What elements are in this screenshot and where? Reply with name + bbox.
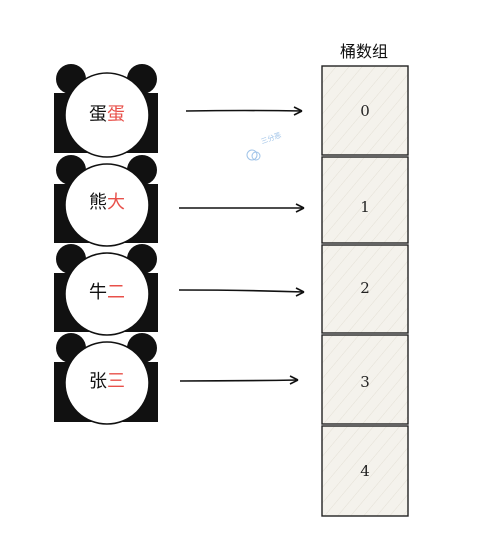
panda-name: 张三 <box>89 371 125 392</box>
bucket-index-label: 4 <box>360 462 370 480</box>
panda-name: 牛二 <box>89 282 125 303</box>
bucket-2: 2 <box>321 244 409 334</box>
panda-face-icon <box>64 72 150 158</box>
watermark-text: 三分恶 <box>260 130 283 146</box>
panda-face-icon <box>64 163 150 247</box>
panda-face-icon <box>64 341 150 425</box>
panda-card-niuer: 牛二 <box>54 244 158 336</box>
bucket-index-label: 3 <box>360 373 370 391</box>
bucket-0: 0 <box>321 65 409 156</box>
bucket-1: 1 <box>321 156 409 244</box>
panda-card-dandan: 蛋蛋 <box>54 64 158 158</box>
panda-card-xiongda: 熊大 <box>54 155 158 247</box>
arrow-to-bucket-1 <box>178 203 305 213</box>
bucket-index-label: 1 <box>360 198 370 216</box>
panda-face-icon <box>64 252 150 336</box>
bucket-4: 4 <box>321 425 409 517</box>
arrow-to-bucket-2 <box>178 287 305 297</box>
bucket-array-title: 桶数组 <box>340 42 388 61</box>
bucket-index-label: 2 <box>360 279 370 297</box>
arrow-to-bucket-3 <box>179 375 299 385</box>
panda-name: 蛋蛋 <box>89 104 125 125</box>
watermark-logo-icon <box>246 149 258 161</box>
panda-name: 熊大 <box>89 192 125 213</box>
bucket-3: 3 <box>321 334 409 425</box>
bucket-index-label: 0 <box>360 102 370 120</box>
watermark: 三分恶 <box>246 130 283 161</box>
panda-card-zhangsan: 张三 <box>54 333 158 425</box>
arrow-to-bucket-0 <box>185 106 303 116</box>
